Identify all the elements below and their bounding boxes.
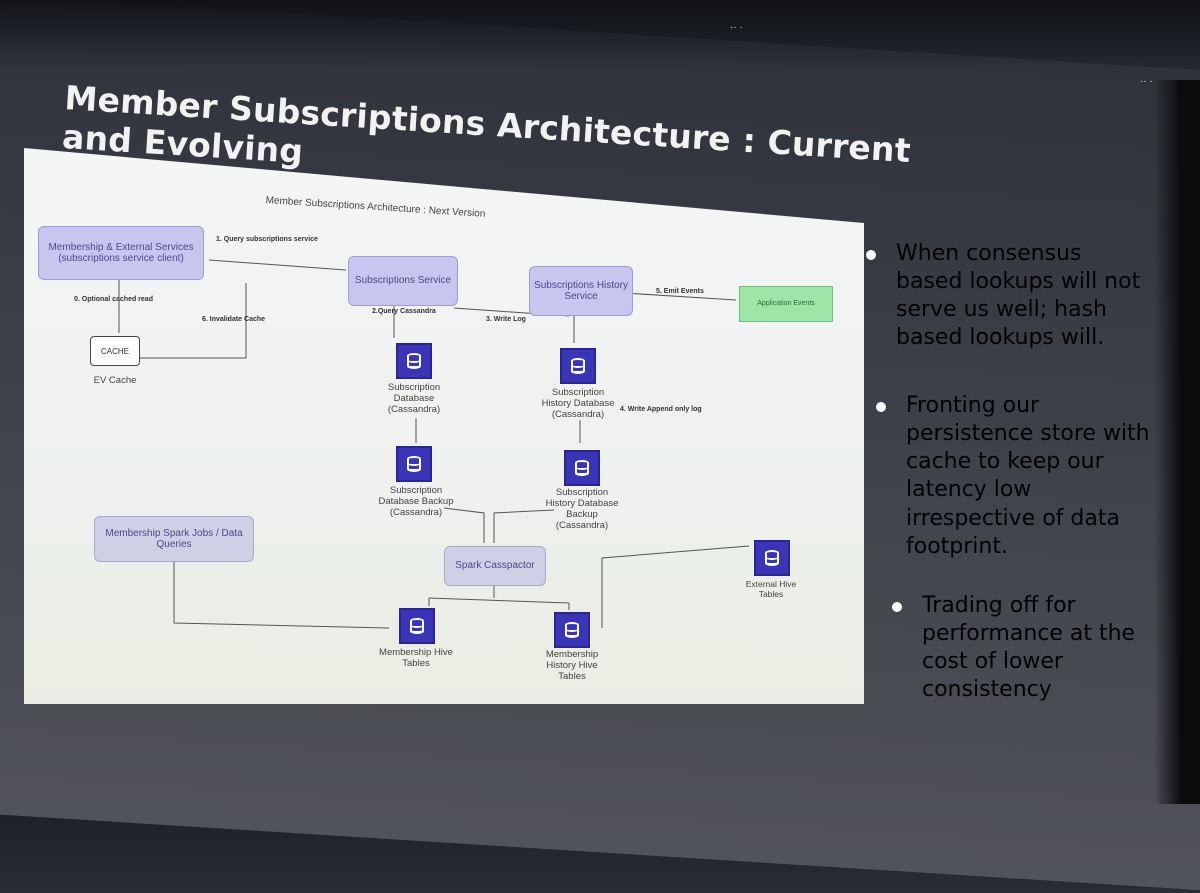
- screen-frame-edge: [1154, 80, 1200, 804]
- spark-jobs-node: Membership Spark Jobs / Data Queries: [94, 516, 254, 562]
- history-backup-icon: [564, 450, 600, 486]
- ceiling-lights-right: ·· ·: [1140, 76, 1153, 87]
- history-hive-label: Membership History Hive Tables: [545, 649, 599, 682]
- history-hive-icon: [554, 612, 590, 648]
- ev-cache-label: EV Cache: [93, 375, 137, 386]
- sub-backup-label: Subscription Database Backup (Cassandra): [378, 485, 454, 518]
- external-hive-label: External Hive Tables: [745, 579, 797, 599]
- bullet-dot-2: [876, 402, 886, 412]
- bullet-text-2: Fronting our persistence store with cach…: [906, 393, 1150, 559]
- ceiling-lights: ·· ·: [730, 22, 743, 33]
- edge-label-cached-read: 0. Optional cached read: [74, 296, 153, 303]
- architecture-diagram: Member Subscriptions Architecture : Next…: [24, 148, 864, 704]
- membership-services-node: Membership & External Services (subscrip…: [38, 226, 204, 280]
- spark-casspactor-node: Spark Casspactor: [444, 546, 546, 586]
- membership-hive-icon: [399, 608, 435, 644]
- ceiling-shadow: [0, 0, 1200, 70]
- membership-hive-label: Membership Hive Tables: [379, 647, 453, 669]
- cache-node: CACHE: [90, 336, 140, 366]
- external-hive-icon: [754, 540, 790, 576]
- edge-label-invalidate-cache: 6. Invalidate Cache: [202, 316, 266, 323]
- edge-label-write-log: 3. Write Log: [486, 316, 526, 323]
- edge-label-query-service: 1. Query subscriptions service: [216, 236, 318, 243]
- bullet-dot-3: [892, 602, 902, 612]
- edge-label-query-cassandra: 2.Query Cassandra: [372, 308, 436, 315]
- application-events-node: Application Events: [739, 286, 833, 322]
- subscriptions-service-node: Subscriptions Service: [348, 256, 458, 306]
- edge-label-emit-events: 5. Emit Events: [656, 288, 704, 295]
- sub-backup-icon: [396, 446, 432, 482]
- bullet-text-3: Trading off for performance at the cost …: [922, 593, 1136, 703]
- edge-label-append-log: 4. Write Append only log: [620, 406, 702, 413]
- history-db-label: Subscription History Database (Cassandra…: [541, 387, 615, 420]
- history-db-icon: [560, 348, 596, 384]
- history-backup-label: Subscription History Database Backup (Ca…: [545, 487, 619, 531]
- sub-db-label: Subscription Database (Cassandra): [387, 382, 441, 415]
- bullet-text-1: When consensus based lookups will not se…: [896, 241, 1141, 351]
- bullet-dot-1: [866, 250, 876, 260]
- sub-db-icon: [396, 343, 432, 379]
- history-service-node: Subscriptions History Service: [529, 266, 633, 316]
